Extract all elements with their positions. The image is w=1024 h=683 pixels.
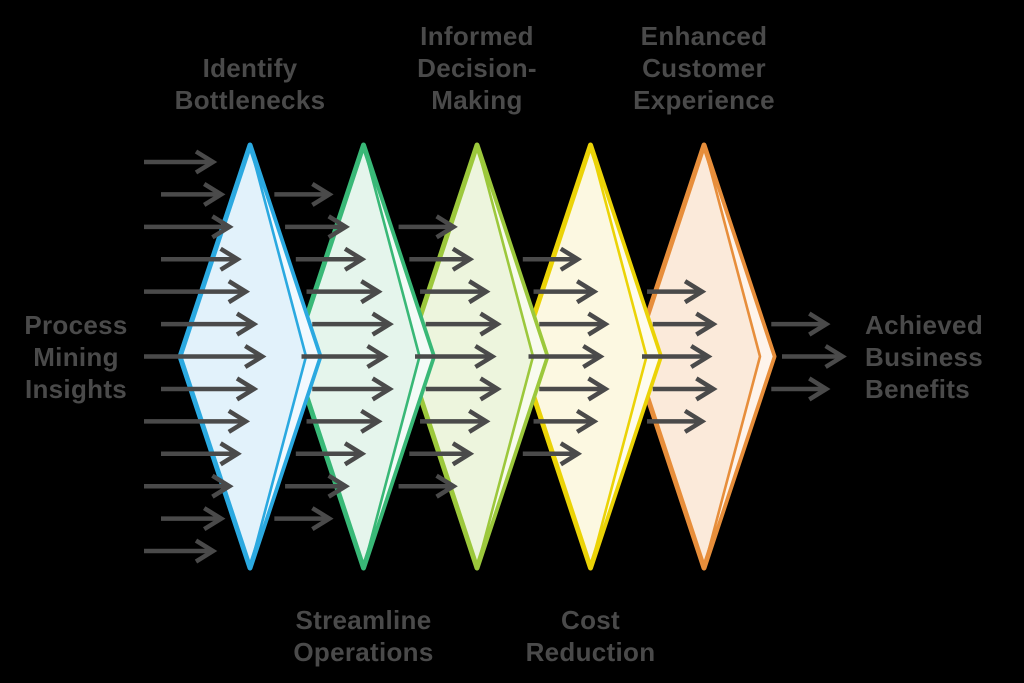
flow-arrow: [425, 376, 502, 402]
flow-arrow: [312, 376, 394, 402]
flow-arrow: [409, 441, 475, 467]
flow-arrow: [285, 214, 350, 240]
flow-arrow: [533, 279, 599, 305]
flow-arrow: [161, 506, 226, 532]
flow-arrow: [295, 441, 367, 467]
flow-arrow: [274, 506, 334, 532]
flow-arrow: [420, 279, 491, 305]
stage-label-identify-bottlenecks: Identify Bottlenecks: [174, 53, 326, 115]
flow-arrow: [144, 279, 251, 305]
flow-arrow: [144, 214, 234, 240]
flow-arrow: [528, 344, 605, 369]
flow-arrow: [539, 311, 610, 337]
flow-arrow: [409, 246, 475, 272]
flow-arrow: [144, 538, 218, 564]
flow-arrow: [647, 408, 707, 434]
flow-arrow: [144, 344, 267, 369]
flow-arrow: [312, 311, 394, 337]
flow-arrow: [781, 344, 847, 369]
input-label: Process Mining Insights: [24, 310, 128, 404]
flow-arrow: [398, 214, 458, 240]
flow-arrow: [161, 246, 242, 272]
flow-arrow: [539, 376, 610, 402]
flow-arrow: [161, 311, 259, 337]
stage-label-informed-decision-making: Informed Decision- Making: [417, 21, 537, 115]
flow-arrow: [161, 182, 226, 207]
flow-arrow: [652, 376, 718, 402]
flow-arrow: [522, 441, 583, 467]
flow-arrow: [642, 344, 713, 369]
flow-arrow: [415, 344, 497, 369]
flow-arrow: [144, 149, 218, 175]
flow-arrow: [771, 376, 831, 402]
flow-arrow: [306, 408, 383, 434]
flow-arrows: [144, 149, 847, 564]
flow-arrow: [285, 473, 350, 499]
flow-arrow: [533, 408, 599, 434]
diamond-facet: [702, 143, 776, 570]
flow-arrow: [144, 408, 251, 434]
stage-label-enhanced-customer-experience: Enhanced Customer Experience: [633, 21, 775, 115]
flow-arrow: [274, 182, 334, 207]
flow-arrow: [301, 344, 389, 369]
output-label: Achieved Business Benefits: [865, 310, 984, 404]
stage-label-streamline-operations: Streamline Operations: [293, 605, 434, 667]
flow-arrow: [398, 473, 458, 499]
flow-arrow: [652, 311, 718, 337]
flow-arrow: [161, 441, 242, 467]
flow-arrow: [306, 279, 383, 305]
flow-arrow: [522, 246, 583, 272]
flow-arrow: [647, 279, 707, 305]
flow-arrow: [295, 246, 367, 272]
flow-arrow: [161, 376, 259, 402]
flow-arrow: [771, 311, 831, 337]
flow-arrow: [420, 408, 491, 434]
flow-arrow: [425, 311, 502, 337]
stage-label-cost-reduction: Cost Reduction: [525, 605, 656, 667]
flow-arrow: [144, 473, 234, 499]
